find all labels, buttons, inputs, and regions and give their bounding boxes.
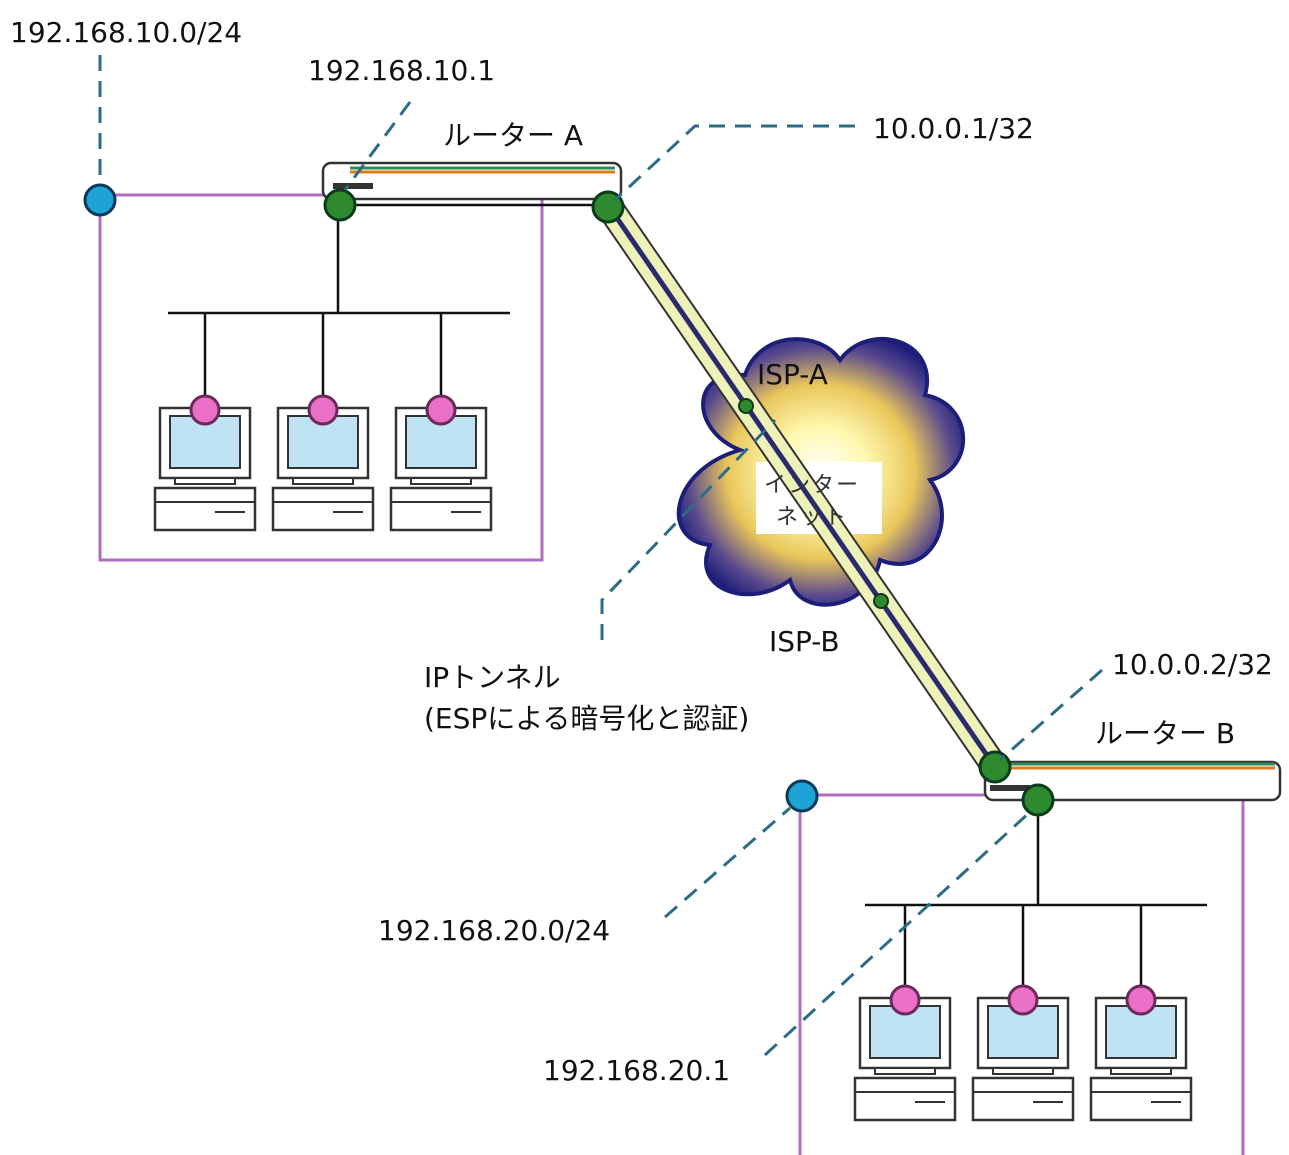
- router-a-icon: [321, 161, 623, 201]
- leader-gw-b: [763, 810, 1032, 1057]
- label-tunnel-1: IPトンネル: [424, 661, 561, 694]
- pc-a1-icon: [153, 406, 257, 532]
- isp-a-node: [738, 398, 754, 414]
- router-b-wan-node: [978, 750, 1012, 784]
- label-internet-2: ネット: [776, 505, 848, 530]
- pc-b1-node: [889, 984, 921, 1016]
- label-net-a: 192.168.10.0/24: [10, 16, 242, 49]
- leader-net-b: [664, 806, 791, 919]
- label-tunnel-2: (ESPによる暗号化と認証): [424, 702, 749, 735]
- leader-wan-a: [613, 124, 855, 202]
- label-wan-a: 10.0.0.1/32: [873, 112, 1034, 145]
- leader-wan-b: [999, 668, 1103, 762]
- network-a-node: [83, 183, 117, 217]
- leader-tunnel: [600, 418, 777, 640]
- label-router-a: ルーター A: [443, 119, 583, 152]
- pc-b2-node: [1007, 984, 1039, 1016]
- pc-a3-node: [425, 394, 457, 426]
- pc-b2-icon: [971, 996, 1075, 1122]
- pc-a3-icon: [389, 406, 493, 532]
- router-b-lan-node: [1021, 783, 1055, 817]
- pc-a1-node: [189, 394, 221, 426]
- label-router-b: ルーター B: [1095, 717, 1235, 750]
- label-gw-a: 192.168.10.1: [308, 54, 495, 87]
- router-a-lan-node: [323, 188, 357, 222]
- isp-b-node: [873, 593, 889, 609]
- pc-a2-node: [307, 394, 339, 426]
- pc-b3-icon: [1089, 996, 1193, 1122]
- label-net-b: 192.168.20.0/24: [378, 914, 610, 947]
- leader-gw-a: [343, 101, 412, 191]
- lan-a-boundary: [98, 193, 544, 562]
- label-isp-a: ISP-A: [757, 358, 828, 391]
- pc-a2-icon: [271, 406, 375, 532]
- ip-tunnel: [596, 197, 1007, 775]
- network-b-node: [785, 779, 819, 813]
- router-b-icon: [983, 760, 1282, 802]
- label-wan-b: 10.0.0.2/32: [1112, 648, 1273, 681]
- label-internet-1: インター: [764, 473, 860, 498]
- label-isp-b: ISP-B: [769, 625, 840, 658]
- label-gw-b: 192.168.20.1: [543, 1054, 730, 1087]
- pc-b3-node: [1125, 984, 1157, 1016]
- pc-b1-icon: [853, 996, 957, 1122]
